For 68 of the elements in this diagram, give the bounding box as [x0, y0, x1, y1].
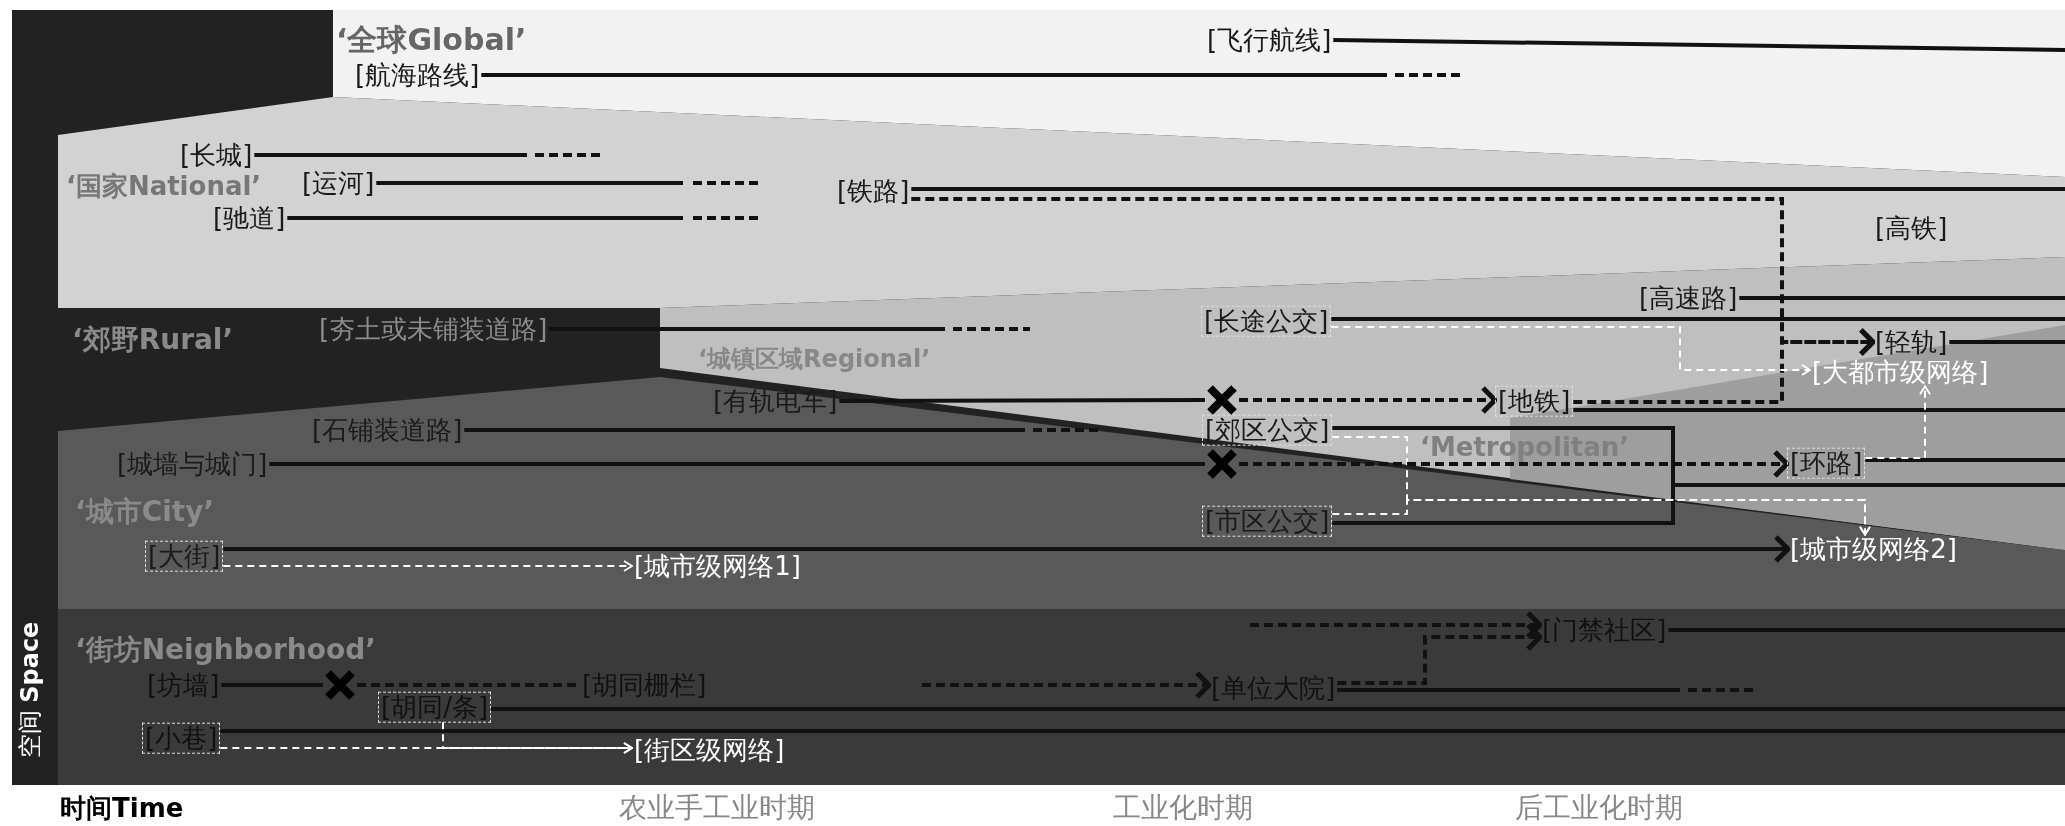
connector-line [1949, 340, 2065, 344]
framed-route-label: [地铁] [1495, 385, 1574, 417]
axis-title: 空间 Space [15, 621, 45, 759]
connector-line [911, 187, 2065, 191]
arrow [1331, 499, 1871, 536]
route-label: [航海路线] [353, 60, 482, 90]
connector-line [481, 73, 1387, 77]
route-label: [大都市级网络] [1810, 357, 1991, 387]
route-label: [轻轨] [1873, 327, 1950, 357]
band-title: ‘街坊Neighborhood’ [75, 636, 376, 664]
route-label: [铁路] [835, 176, 912, 206]
period-label: 农业手工业时期 [619, 794, 815, 822]
framed-route-label: [长途公交] [1201, 305, 1332, 337]
connector-line [1739, 296, 2065, 300]
framed-route-label: [大街] [145, 540, 224, 572]
framed-route-label: [郊区公交] [1202, 414, 1333, 446]
route-label: [有轨电车] [711, 386, 840, 416]
connector-line [269, 462, 1205, 466]
connector-line [1337, 688, 1680, 692]
arrow [1239, 385, 1498, 415]
connector-line [1668, 628, 2065, 632]
arrow [1330, 326, 1811, 376]
cross-mark [1205, 447, 1239, 481]
route-label: [石铺装道路] [310, 415, 465, 445]
connector-line [1573, 408, 2065, 412]
route-label: [高速路] [1637, 283, 1740, 313]
route-label: [城市级网络1] [632, 551, 803, 581]
arrow [1573, 327, 1876, 404]
arrow [1864, 385, 1931, 459]
arrow [223, 534, 1791, 564]
band-title: ‘郊野Rural’ [72, 326, 234, 354]
connector-line [839, 398, 1205, 403]
period-label: 工业化时期 [1113, 794, 1253, 822]
arrow [1250, 610, 1543, 640]
route-label: [城市级网络2] [1788, 534, 1959, 564]
connector-line [254, 153, 527, 157]
connector-line [221, 683, 323, 687]
connector-line [1331, 317, 2065, 321]
route-label: [长城] [178, 140, 255, 170]
route-label: [飞行航线] [1205, 25, 1334, 55]
axis-title: 时间Time [60, 795, 184, 821]
connector-line [287, 216, 683, 220]
arrow [222, 560, 633, 572]
band-title: ‘国家National’ [66, 173, 262, 199]
framed-route-label: [市区公交] [1202, 505, 1333, 537]
route-label: [城墙与城门] [115, 449, 270, 479]
connector-line [220, 729, 2065, 733]
arrow [922, 670, 1212, 700]
period-label: 后工业化时期 [1515, 794, 1683, 822]
framed-route-label: [环路] [1787, 447, 1866, 479]
band-title: ‘Metropolitan’ [1420, 434, 1630, 460]
route-label: [高铁] [1873, 213, 1950, 243]
route-label: [驰道] [211, 203, 288, 233]
connector-line [1865, 458, 2065, 462]
arrow [442, 721, 633, 754]
arrow [1239, 449, 1790, 479]
connector-line [549, 327, 945, 331]
connector-line [464, 428, 1025, 432]
arrow [1337, 622, 1543, 685]
route-label: [运河] [300, 168, 377, 198]
route-label: [街区级网络] [632, 735, 787, 765]
connector-line [491, 707, 2065, 711]
connector-line [1333, 38, 2065, 52]
cross-mark [323, 668, 357, 702]
connector-line [376, 181, 683, 185]
route-label: [夯土或未铺装道路] [317, 314, 550, 344]
cross-mark [1205, 383, 1239, 417]
band-title: ‘全球Global’ [336, 25, 527, 55]
